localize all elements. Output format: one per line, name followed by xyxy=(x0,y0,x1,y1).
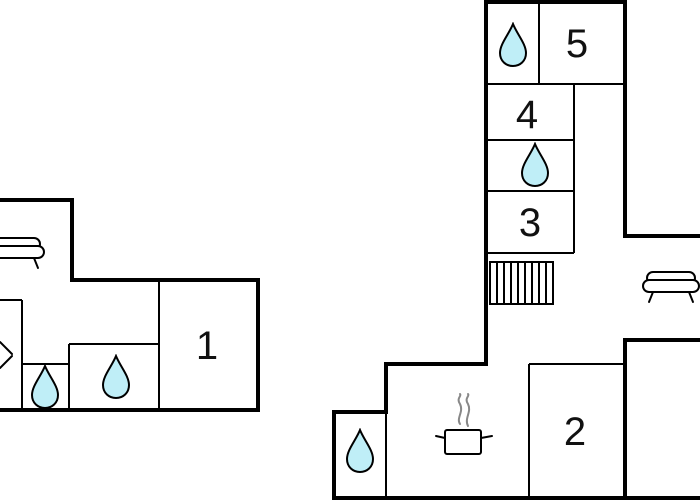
room-number-5: 5 xyxy=(566,22,588,66)
sofa-icon xyxy=(0,237,45,269)
bathroom-drop-icon xyxy=(521,143,549,187)
bed-partial-icon xyxy=(0,341,13,369)
left-unit: 1 xyxy=(0,198,260,412)
right-unit-outline-lower xyxy=(623,338,700,500)
right-unit: 2 3 4 5 xyxy=(332,0,700,500)
kitchen-pot-icon xyxy=(435,393,493,455)
bathroom-drop-icon xyxy=(346,429,374,473)
sofa-icon xyxy=(641,270,700,304)
room-number-2: 2 xyxy=(564,410,586,454)
room-number-4: 4 xyxy=(516,93,538,137)
staircase-icon xyxy=(489,261,554,305)
left-unit-outline xyxy=(0,198,260,412)
bathroom-drop-icon xyxy=(31,365,59,409)
right-unit-outline xyxy=(332,0,700,500)
bathroom-drop-icon xyxy=(499,23,527,67)
room-number-3: 3 xyxy=(519,201,541,245)
bathroom-drop-icon xyxy=(102,355,130,399)
room-number-1: 1 xyxy=(196,324,218,368)
